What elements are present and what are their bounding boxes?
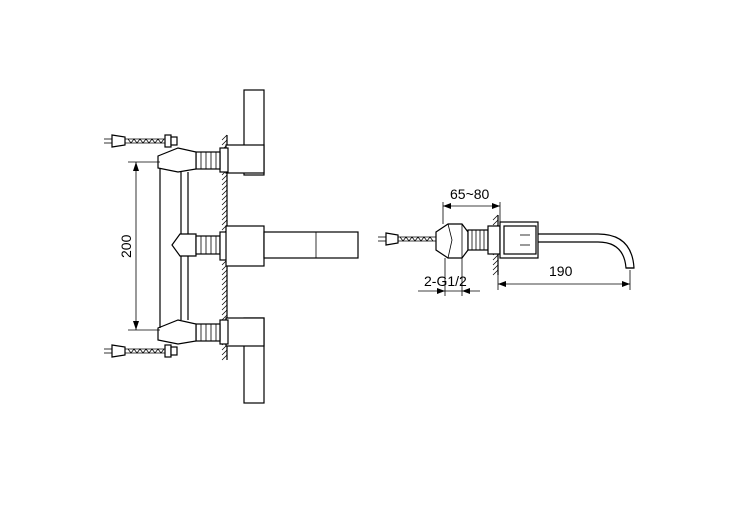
wall-hatch-line: [221, 219, 228, 226]
front-view: 200: [104, 89, 359, 404]
dimension-connection: 2-G1/2: [418, 258, 480, 296]
dimension-65-80-label: 65~80: [450, 186, 490, 202]
dimension-vertical: 200: [118, 161, 160, 331]
wall-hatch-line: [492, 219, 499, 226]
anchor-bolt-lower: [104, 344, 178, 358]
wall-hatch-line: [221, 174, 228, 181]
anchor-bolt-side: [378, 232, 436, 246]
lower-valve: [157, 317, 265, 347]
wall-hatch-line: [221, 204, 228, 211]
wall-hatch-line: [221, 289, 228, 296]
wall-hatch-line: [221, 294, 228, 301]
wall-hatch-line: [221, 189, 228, 196]
wall-hatch-line: [492, 214, 499, 221]
wall-hatch-line: [221, 214, 228, 221]
wall-hatch-line: [221, 304, 228, 311]
wall-hatch-line: [221, 184, 228, 191]
valve-side: [435, 221, 539, 259]
dimension-2-g1-2-label: 2-G1/2: [424, 273, 467, 289]
wall-hatch-line: [221, 309, 228, 316]
dimension-190-label: 190: [549, 263, 573, 279]
dimension-200-label: 200: [118, 234, 134, 258]
wall-hatch-line: [492, 264, 499, 271]
wall-hatch-line: [221, 299, 228, 306]
wall-hatch-line: [221, 354, 228, 361]
side-view: 65~80 190 2-G1/2: [378, 186, 635, 296]
upper-valve: [157, 144, 265, 174]
dimension-spout-reach: 190: [497, 258, 631, 290]
wall-hatch-line: [221, 284, 228, 291]
dimension-wall-depth: 65~80: [442, 186, 501, 224]
wall-hatch-line: [221, 349, 228, 356]
wall-hatch-line: [221, 314, 228, 321]
wall-hatch-line: [221, 274, 228, 281]
wall-hatch-line: [221, 199, 228, 206]
wall-hatch-line: [221, 269, 228, 276]
wall-hatch-line: [221, 134, 228, 141]
wall-hatch-line: [221, 209, 228, 216]
wall-hatch-line: [492, 254, 499, 261]
wall-hatch-line: [492, 269, 499, 276]
wall-hatch-line: [221, 139, 228, 146]
wall-hatch-line: [221, 179, 228, 186]
wall-hatch-line: [492, 259, 499, 266]
wall-hatch-line: [221, 279, 228, 286]
anchor-bolt-upper: [104, 134, 178, 148]
wall-hatch-line: [221, 194, 228, 201]
center-spout: [171, 225, 359, 267]
